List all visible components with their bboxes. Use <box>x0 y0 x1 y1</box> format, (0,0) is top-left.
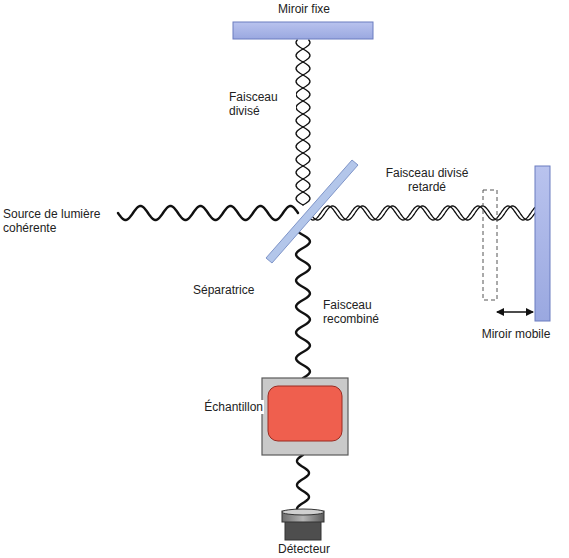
beam-splitter <box>266 160 358 263</box>
light-beams <box>118 40 535 509</box>
label-text: Détecteur <box>253 542 355 556</box>
light-wave <box>296 40 310 205</box>
light-wave <box>310 206 535 220</box>
mirror-previous-position <box>483 190 497 300</box>
light-wave <box>296 40 310 205</box>
label-text: Séparatrice <box>192 283 274 297</box>
label-text: Miroir fixe <box>253 2 355 16</box>
label-text: Faisceau divisé retardé <box>372 166 482 194</box>
motion-arrow <box>497 311 533 313</box>
sample <box>268 386 342 441</box>
label-text: Miroir mobile <box>465 327 567 341</box>
label-text: Faisceau recombiné <box>322 298 402 326</box>
light-wave <box>118 206 298 220</box>
light-wave <box>297 455 309 509</box>
label-text: Source de lumière cohérente <box>2 207 116 235</box>
moving-mirror <box>535 166 550 321</box>
fixed-mirror <box>233 22 373 39</box>
sample-holder <box>262 378 348 455</box>
label-text: Échantillon <box>194 400 264 414</box>
detector-window <box>282 509 324 515</box>
label-text: Faisceau divisé <box>228 90 296 118</box>
light-wave <box>310 206 535 220</box>
light-wave <box>296 222 310 378</box>
detector-body <box>285 520 321 540</box>
